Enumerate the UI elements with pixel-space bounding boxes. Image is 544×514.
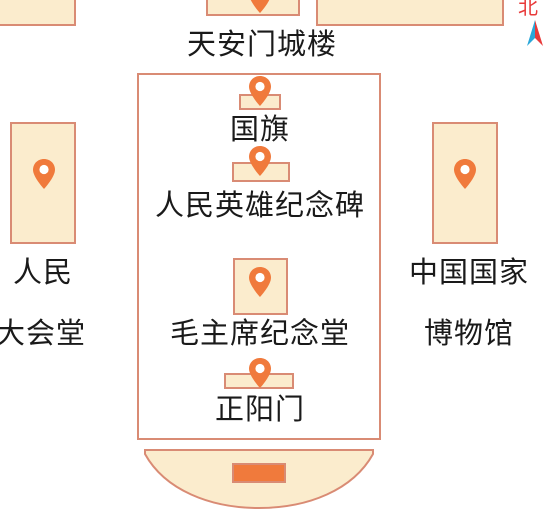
flag-label: 国旗 [229, 112, 291, 146]
tiananmen-label: 天安门城楼 [186, 27, 338, 61]
zhengyangmen-location-pin-icon[interactable] [247, 357, 273, 389]
museum-location-pin-icon[interactable] [452, 158, 478, 190]
flag-location-pin-icon[interactable] [247, 75, 273, 107]
tiananmen-location-pin-icon[interactable] [247, 0, 273, 14]
museum-label-line1: 中国国家 [409, 255, 530, 289]
mausoleum-location-pin-icon[interactable] [247, 266, 273, 298]
monument-label: 人民英雄纪念碑 [154, 188, 366, 222]
tiananmen-building-center [206, 0, 300, 16]
arrow-tower-building [232, 463, 286, 483]
zhengyangmen-label: 正阳门 [214, 392, 306, 426]
mausoleum-label: 毛主席纪念堂 [169, 316, 351, 350]
svg-text:北: 北 [518, 0, 538, 19]
square-boundary [137, 73, 381, 440]
tiananmen-building-right [316, 0, 504, 26]
great-hall-location-pin-icon[interactable] [31, 158, 57, 190]
museum-label-line2: 博物馆 [424, 316, 515, 350]
monument-location-pin-icon[interactable] [247, 145, 273, 177]
great-hall-label-line1: 人民 [13, 255, 74, 289]
north-arrow-icon: 北 [510, 0, 544, 50]
great-hall-label-line2: 大会堂 [0, 316, 87, 350]
tiananmen-building-left [0, 0, 76, 26]
